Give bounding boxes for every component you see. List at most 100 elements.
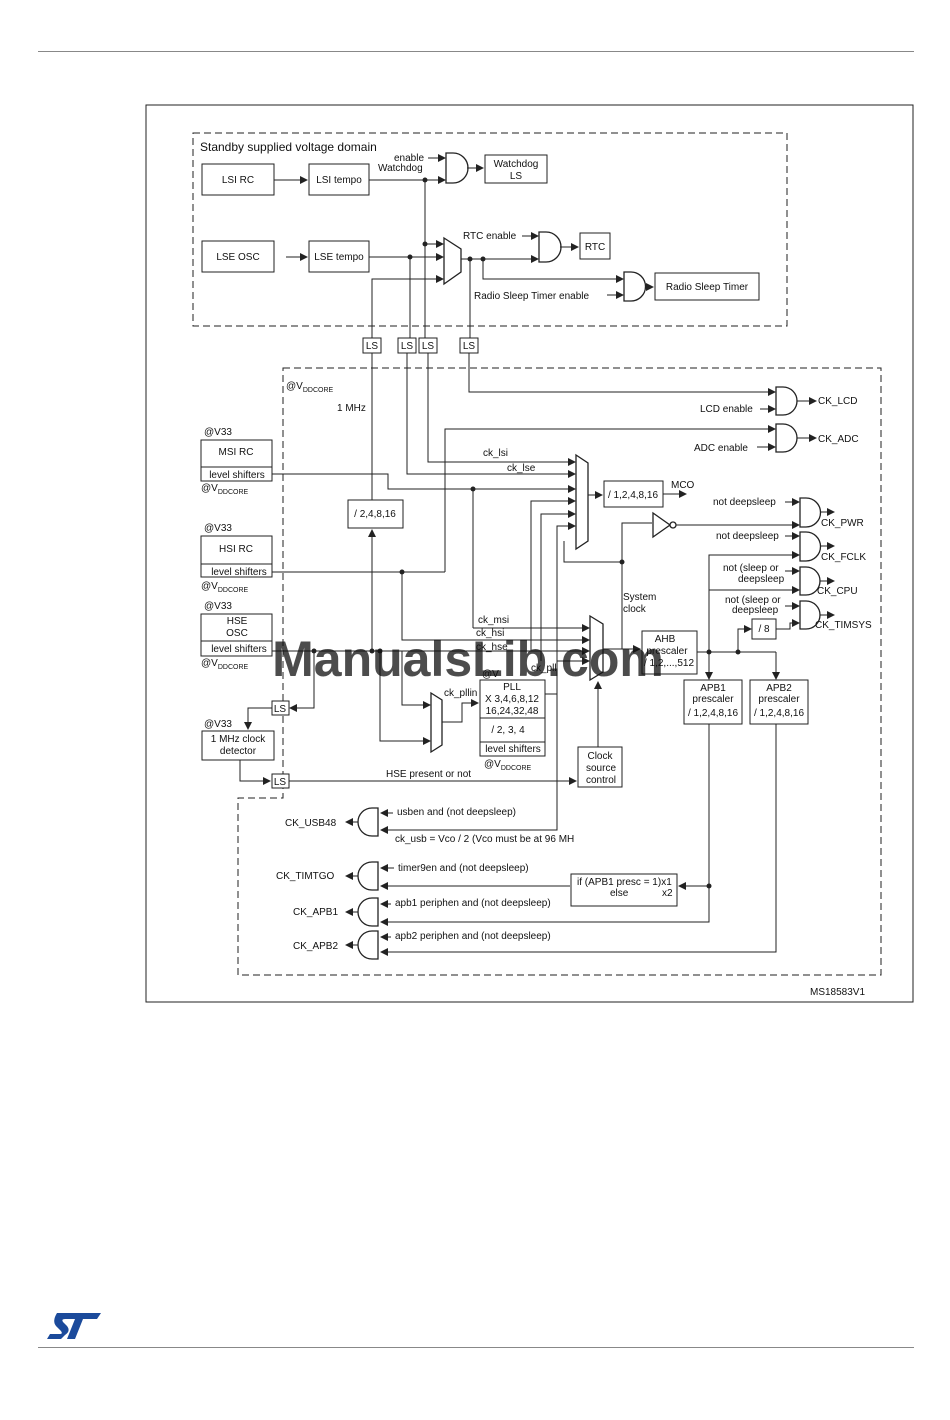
pll-label: PLL	[503, 682, 521, 693]
wire-apb1-clock	[380, 886, 710, 926]
watchdog-and-gate	[445, 152, 469, 184]
clock-source-control-label-2: source	[586, 763, 616, 774]
wire-ls-to-detector	[244, 707, 272, 730]
ck-adc-label: CK_ADC	[818, 434, 859, 445]
ck-usb48-label: CK_USB48	[285, 818, 337, 829]
top-rule	[38, 51, 914, 52]
vddcore-domain-boundary	[237, 367, 882, 976]
wire-hse-to-ls	[289, 651, 315, 712]
pll-vdd-label: @V	[482, 669, 499, 680]
clock-detector-block	[201, 730, 275, 761]
lsi-tempo-label: LSI tempo	[316, 175, 362, 186]
apb2-label: APB2	[766, 683, 792, 694]
junction-dot	[422, 241, 428, 247]
radio-and-gate	[623, 271, 647, 302]
sysclk-mux	[589, 614, 604, 682]
lsi-tempo-block	[308, 163, 370, 196]
lsi-rc-label: LSI RC	[222, 175, 254, 186]
wire-hse-to-mco	[540, 510, 576, 661]
apb2-prescaler-block	[749, 679, 809, 725]
wire-hse-to-rtc-mux	[371, 275, 444, 338]
pll-mul-label-2: 16,24,32,48	[486, 706, 539, 717]
pwr-and-gate	[799, 497, 822, 528]
mco-mux	[575, 453, 589, 551]
ck-pll-label: ck_pll	[531, 663, 557, 674]
not-sleep-timsys-label-1: not (sleep or	[725, 595, 781, 606]
not-sleep-cpu-label-1: not (sleep or	[723, 563, 779, 574]
div-8-label: / 8	[758, 624, 770, 635]
ck-pwr-label: CK_PWR	[821, 518, 864, 529]
wire-ck-lse	[406, 353, 576, 478]
radio-sleep-timer-enable-label: Radio Sleep Timer enable	[474, 291, 590, 302]
pll-input-mux	[430, 691, 443, 754]
figure-frame	[145, 104, 914, 1003]
wire-hse-to-pll-mux	[379, 651, 431, 745]
timtgo-and-gate	[357, 861, 379, 891]
apb1-prescaler-label: prescaler	[692, 694, 734, 705]
ck-cpu-label: CK_CPU	[817, 586, 858, 597]
apb1-div-label: / 1,2,4,8,16	[688, 708, 738, 719]
hsi-rc-block	[200, 535, 273, 578]
timer9en-label: timer9en and (not deepsleep)	[398, 863, 529, 874]
ck-lcd-label: CK_LCD	[818, 396, 857, 407]
msi-rc-block	[200, 439, 273, 482]
hsi-level-shifters: level shifters	[211, 567, 267, 578]
radio-sleep-timer-block	[654, 272, 760, 301]
lse-osc-block	[201, 240, 275, 273]
ck-timsys-label: CK_TIMSYS	[815, 620, 872, 631]
clock-source-control-label-3: control	[586, 775, 616, 786]
pll-vddcore-label: @VDDCORE	[484, 759, 531, 772]
apb2-prescaler-label: prescaler	[758, 694, 800, 705]
adc-enable-label: ADC enable	[694, 443, 748, 454]
system-clock-label-2: clock	[623, 604, 647, 615]
radio-sleep-timer-label: Radio Sleep Timer	[666, 282, 749, 293]
standby-domain-title: Standby supplied voltage domain	[200, 140, 377, 154]
clock-source-control-label-1: Clock	[587, 751, 613, 762]
hse-osc-block	[200, 613, 273, 657]
wire-hsi-to-adc	[444, 425, 776, 572]
pll-div-label: / 2, 3, 4	[491, 725, 525, 736]
apb2-div-label: / 1,2,4,8,16	[754, 708, 804, 719]
not-deepsleep-pwr-label: not deepsleep	[713, 497, 776, 508]
apb1-and-gate	[357, 897, 379, 927]
hse-vddcore-label: @VDDCORE	[201, 658, 248, 671]
standby-domain-boundary	[192, 132, 788, 327]
msi-rc-label: MSI RC	[219, 447, 254, 458]
hse-osc-label-2: OSC	[226, 628, 248, 639]
ahb-prescaler-label: prescaler	[646, 646, 688, 657]
apb1-presc-label-3: x2	[662, 888, 673, 899]
usb-and-gate	[357, 807, 379, 837]
rtc-and-gate	[538, 231, 562, 263]
ls-label: LS	[401, 341, 414, 352]
clock-source-control-block	[577, 746, 623, 788]
wire-detector-to-ls	[239, 760, 271, 785]
watchdog-ls-block	[484, 154, 548, 184]
mco-div-label: / 1,2,4,8,16	[608, 490, 658, 501]
watchdog-ls-label-2: LS	[510, 171, 523, 182]
not-deepsleep-fclk-label: not deepsleep	[716, 531, 779, 542]
rtc-enable-label: RTC enable	[463, 231, 517, 242]
apb2-and-gate	[357, 930, 379, 960]
not-sleep-cpu-label-2: deepsleep	[738, 574, 785, 585]
adc-and-gate	[775, 423, 798, 453]
pll-mul-label-1: X 3,4,6,8,12	[485, 694, 539, 705]
rtc-block	[579, 232, 611, 260]
wire-apb2-clock	[380, 724, 777, 956]
ck-fclk-label: CK_FCLK	[821, 552, 866, 563]
not-gate	[652, 511, 672, 539]
rtc-source-mux	[443, 236, 462, 286]
wire-to-radio-gate	[482, 259, 624, 283]
wire-usb-clock	[380, 803, 558, 834]
msi-v33-label: @V33	[204, 427, 232, 438]
apb2-periphen-label: apb2 periphen and (not deepsleep)	[395, 931, 551, 942]
ck-hse-label: ck_hse	[476, 642, 508, 653]
ahb-div-label: / 1,2,...,512	[644, 658, 694, 669]
hsi-vddcore-label: @VDDCORE	[201, 581, 248, 594]
lcd-and-gate	[775, 386, 798, 416]
clock-detector-label-2: detector	[220, 746, 257, 757]
lse-osc-label: LSE OSC	[216, 252, 259, 263]
lsi-rc-block	[201, 163, 275, 196]
wire-hclk-to-div8	[737, 625, 752, 652]
apb1-presc-label-1: if (APB1 presc = 1)x1	[577, 877, 672, 888]
system-clock-label-1: System	[623, 592, 656, 603]
